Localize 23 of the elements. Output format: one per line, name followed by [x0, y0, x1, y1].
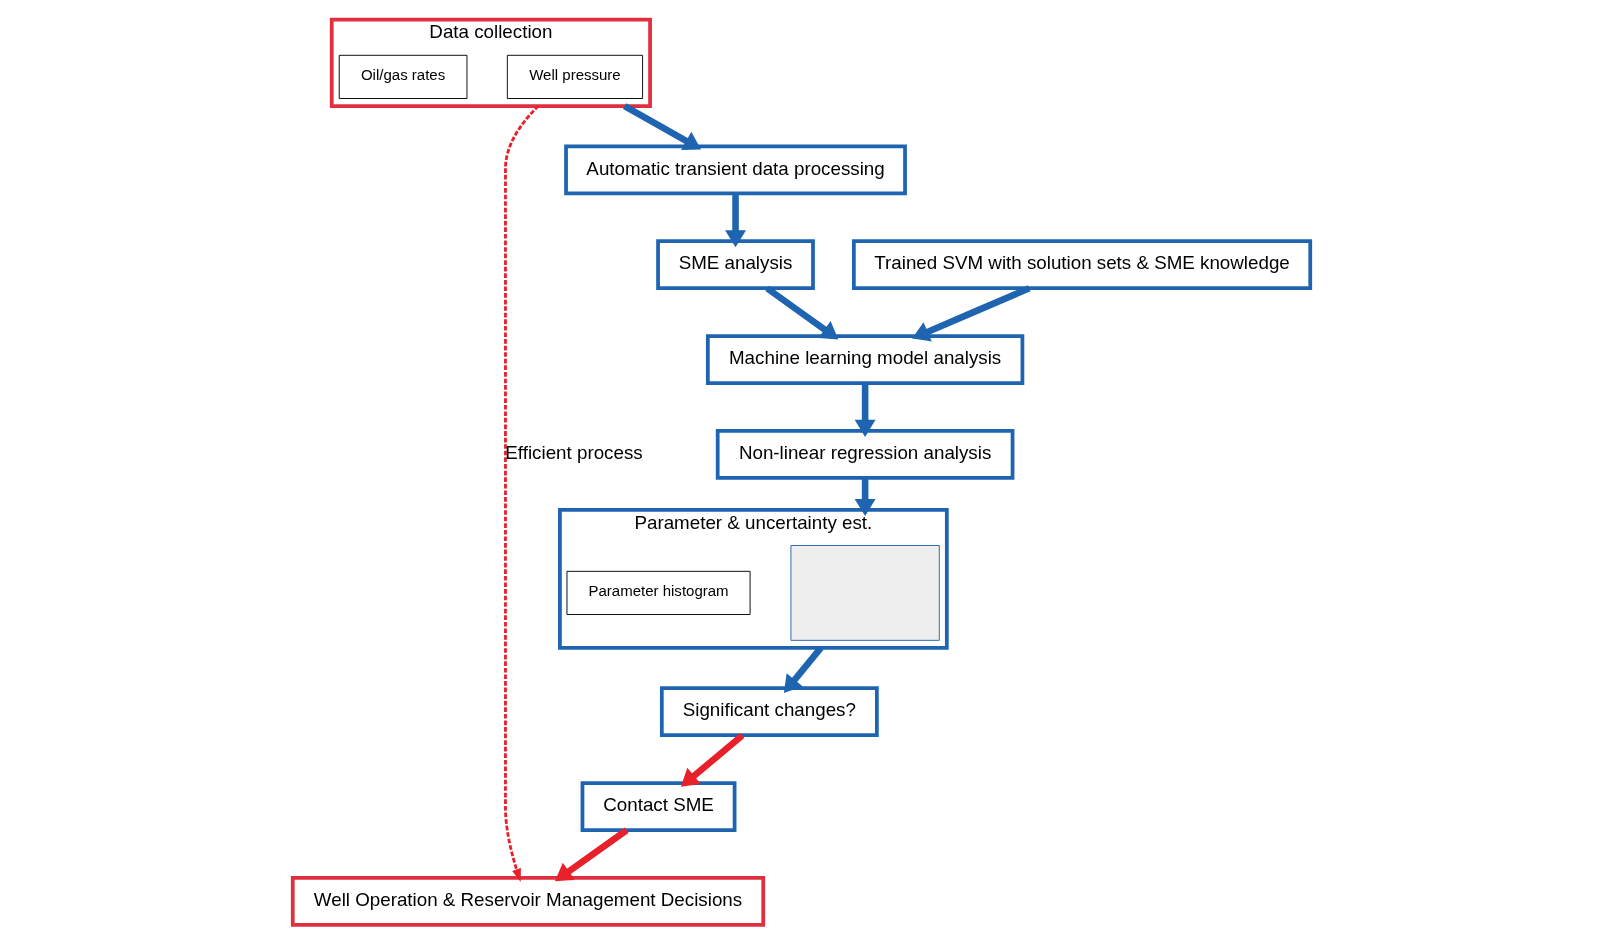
node-box: Oil/gas rates	[338, 54, 467, 99]
node-box: Significant changes?	[659, 686, 879, 738]
arrow	[622, 103, 701, 151]
arrow	[911, 285, 1031, 342]
node-box: Well Operation & Reservoir Management Decisions	[290, 876, 765, 927]
arrow	[554, 827, 628, 882]
arrow	[680, 732, 744, 787]
arrow	[783, 645, 823, 693]
arrow	[854, 383, 876, 437]
node-box	[789, 545, 940, 641]
node-box: Automatic transient data processing	[563, 144, 907, 196]
arrow	[503, 105, 539, 882]
edge-label: Efficient process	[504, 442, 643, 464]
node-box: Contact SME	[580, 781, 736, 832]
node-box: Non-linear regression analysis	[715, 429, 1014, 480]
node-box: SME analysis	[655, 239, 815, 291]
arrow	[854, 477, 876, 517]
arrow	[764, 285, 838, 340]
node-box: Well pressure	[506, 54, 643, 99]
node-box: Machine learning model analysis	[705, 334, 1024, 385]
node-box: Parameter histogram	[566, 570, 751, 615]
arrow	[724, 193, 746, 248]
node-box: Trained SVM with solution sets & SME knowledge	[851, 239, 1312, 291]
